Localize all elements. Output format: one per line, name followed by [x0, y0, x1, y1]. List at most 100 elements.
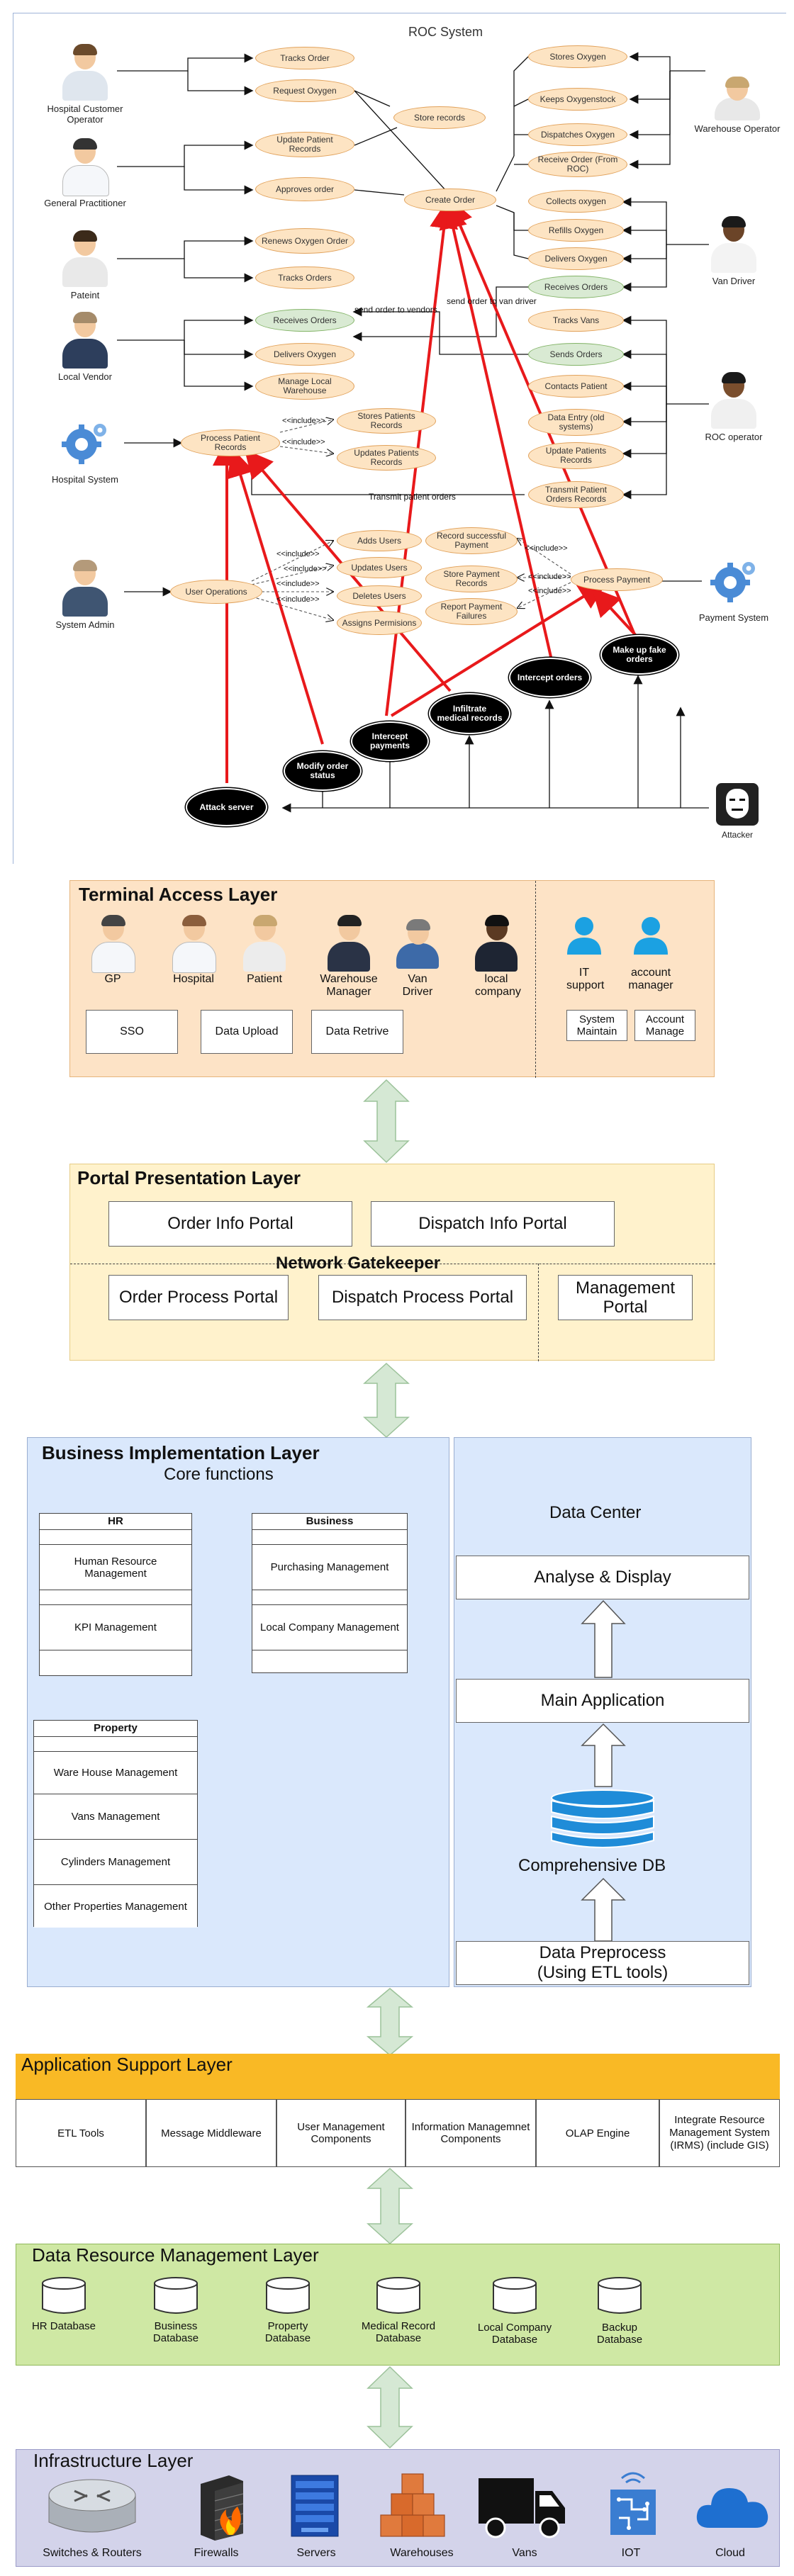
layer-title: Data Resource Management Layer [32, 2244, 319, 2266]
worker-icon [396, 919, 439, 969]
double-arrow [363, 1362, 410, 1439]
main-application-box[interactable]: Main Application [456, 1679, 749, 1723]
edge-label-send-to-van: send order to van driver [447, 296, 537, 306]
system-maintain-button[interactable]: System Maintain [566, 1010, 627, 1041]
account-manage-button[interactable]: Account Manage [634, 1010, 695, 1041]
etl-tools-cell[interactable]: ETL Tools [16, 2099, 146, 2167]
attack-make-fake-orders: Make up fake orders [600, 635, 678, 675]
property-item[interactable]: Cylinders Management [34, 1840, 197, 1885]
database-icon [598, 2277, 642, 2314]
actor-roc-operator: ROC operator [677, 372, 790, 442]
hr-item[interactable]: Human Resource Management [40, 1545, 191, 1590]
include-label: <<include>> [284, 565, 327, 573]
medical-record-database-label: Medical Record Database [361, 2320, 436, 2344]
role-account-manager: account manager [619, 915, 683, 992]
uc-process-payment: Process Payment [571, 568, 663, 591]
user-icon [634, 917, 668, 955]
uc-request-oxygen: Request Oxygen [255, 79, 354, 102]
business-item[interactable]: Purchasing Management [252, 1545, 407, 1590]
van-icon [479, 2478, 565, 2538]
sso-button[interactable]: SSO [86, 1010, 178, 1054]
person-icon [60, 44, 110, 101]
dispatch-process-portal[interactable]: Dispatch Process Portal [318, 1275, 527, 1320]
infrastructure-layer: Infrastructure Layer [16, 2449, 780, 2567]
data-upload-button[interactable]: Data Upload [201, 1010, 293, 1054]
hr-item[interactable]: KPI Management [40, 1605, 191, 1650]
uc-updates-users: Updates Users [337, 557, 422, 578]
analyse-display-box[interactable]: Analyse & Display [456, 1556, 749, 1599]
user-management-cell[interactable]: User Management Components [276, 2099, 406, 2167]
order-info-portal[interactable]: Order Info Portal [108, 1201, 352, 1247]
infra-label-vans: Vans [512, 2547, 537, 2559]
message-middleware-cell[interactable]: Message Middleware [146, 2099, 276, 2167]
doctor-icon [60, 138, 110, 196]
data-retrive-button[interactable]: Data Retrive [311, 1010, 403, 1054]
businessman-icon [328, 915, 370, 972]
attack-intercept-orders: Intercept orders [509, 658, 591, 697]
uc-tracks-orders: Tracks Orders [255, 266, 354, 289]
person-icon [709, 216, 759, 273]
attack-infiltrate-medical-records: Infiltrate medical records [429, 693, 510, 734]
actor-payment-system: Payment System [677, 553, 790, 623]
uc-store-records: Store records [393, 106, 486, 129]
irms-cell[interactable]: Integrate Resource Management System (IR… [659, 2099, 780, 2167]
uc-update-patients-records-roc: Update Patients Records [528, 442, 624, 469]
uc-transmit-patient-orders-records: Transmit Patient Orders Records [528, 481, 624, 508]
database-icon [42, 2277, 86, 2314]
up-arrow [581, 1877, 626, 1942]
business-table: Business Purchasing Management Local Com… [252, 1513, 408, 1673]
management-portal[interactable]: Management Portal [558, 1275, 693, 1320]
layer-header [16, 2054, 780, 2099]
actor-hospital-customer-operator: Hospital Customer Operator [28, 44, 142, 125]
user-icon [567, 917, 601, 955]
data-preprocess-box[interactable]: Data Preprocess (Using ETL tools) [456, 1941, 749, 1985]
businessman-icon [475, 915, 518, 972]
uc-keeps-oxygenstock: Keeps Oxygenstock [528, 88, 627, 111]
up-arrow [581, 1723, 626, 1787]
uc-record-successful-payment: Record successful Payment [425, 527, 518, 554]
business-item[interactable]: Local Company Management [252, 1605, 407, 1650]
application-support-layer: Application Support Layer ETL Tools Mess… [16, 2054, 780, 2167]
uc-update-patient-records: Update Patient Records [255, 132, 354, 157]
uc-receives-orders-van: Receives Orders [528, 276, 624, 298]
information-management-cell[interactable]: Information Managemnet Components [406, 2099, 536, 2167]
layer-title: Application Support Layer [21, 2054, 233, 2075]
actor-patient: Pateint [28, 230, 142, 300]
order-process-portal[interactable]: Order Process Portal [108, 1275, 289, 1320]
layer-title: Business Implementation Layer [42, 1442, 320, 1463]
iot-icon [610, 2472, 656, 2535]
edge-label-send-to-vendors: send order to vendors [354, 305, 437, 315]
diagram-title: ROC System [408, 25, 483, 39]
dispatch-info-portal[interactable]: Dispatch Info Portal [371, 1201, 615, 1247]
uc-contacts-patient: Contacts Patient [528, 375, 624, 398]
gatekeeper-label: Network Gatekeeper [276, 1254, 441, 1273]
doctor-icon [172, 915, 216, 973]
role-warehouse-manager: Warehouse Manager [310, 915, 388, 999]
edge-label-transmit: Transmit patient orders [369, 492, 456, 502]
double-arrow [366, 1988, 414, 2056]
anonymous-mask-icon [716, 783, 759, 826]
uc-collects-oxygen: Collects oxygen [528, 190, 624, 213]
uc-receives-orders-vendor: Receives Orders [255, 309, 354, 332]
property-item[interactable]: Vans Management [34, 1794, 197, 1840]
uc-sends-orders: Sends Orders [528, 343, 624, 366]
uc-process-patient-records: Process Patient Records [181, 429, 280, 456]
actor-general-practitioner: General Practitioner [28, 138, 142, 208]
uc-renews-oxygen-order: Renews Oxygen Order [255, 228, 354, 254]
uc-dispatches-oxygen: Dispatches Oxygen [528, 123, 627, 146]
double-arrow [367, 2167, 413, 2245]
hr-header: HR [40, 1514, 191, 1530]
person-icon [709, 372, 759, 429]
property-item[interactable]: Other Properties Management [34, 1885, 197, 1928]
olap-engine-cell[interactable]: OLAP Engine [536, 2099, 659, 2167]
uc-tracks-order: Tracks Order [255, 47, 354, 69]
include-label: <<include>> [276, 550, 320, 558]
router-icon [48, 2479, 136, 2533]
property-item[interactable]: Ware House Management [34, 1752, 197, 1794]
include-label: <<include>> [528, 573, 571, 581]
uc-deletes-users: Deletes Users [337, 585, 422, 607]
infra-label-firewalls: Firewalls [194, 2547, 239, 2559]
businessman-icon [60, 560, 110, 617]
database-icon [493, 2277, 537, 2314]
include-label: <<include>> [282, 417, 325, 425]
